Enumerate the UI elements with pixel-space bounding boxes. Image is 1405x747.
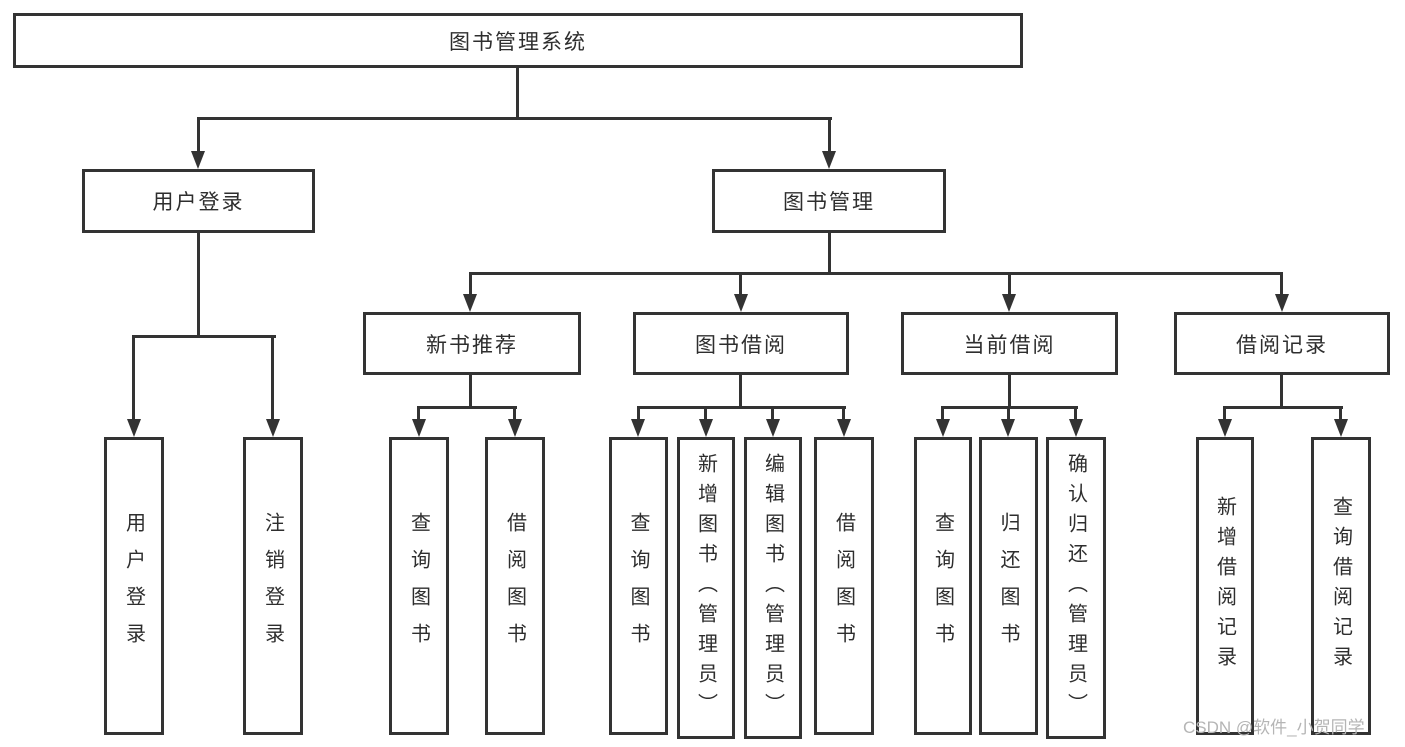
arrowhead-icon	[191, 151, 205, 169]
leaf-query-books-recommend: 查询图书	[389, 437, 449, 735]
connector-shaft	[513, 406, 516, 419]
leaf-label: 查询借阅记录	[1329, 496, 1352, 676]
connector-shaft	[637, 406, 640, 419]
node-book-management: 图书管理	[712, 169, 946, 233]
arrowhead-icon	[631, 419, 645, 437]
connector-book-mgmt-stub	[828, 233, 831, 272]
connector-group-stub	[1280, 375, 1283, 406]
connector-shaft	[1280, 272, 1283, 295]
connector-root-bar	[197, 117, 832, 120]
connector-shaft	[704, 406, 707, 419]
connector-shaft	[271, 335, 274, 419]
connector-shaft	[771, 406, 774, 419]
leaf-label: 借阅图书	[503, 512, 526, 660]
leaf-confirm-return-admin: 确认归还（管理员）	[1046, 437, 1106, 739]
connector-group-bar	[1223, 406, 1343, 409]
connector-shaft	[1223, 406, 1226, 419]
leaf-label: 用户登录	[122, 512, 145, 660]
node-label: 图书借阅	[695, 333, 787, 357]
leaf-label: 归还图书	[997, 512, 1019, 660]
arrowhead-icon	[1218, 419, 1232, 437]
leaf-borrow-books-recommend: 借阅图书	[485, 437, 545, 735]
arrowhead-icon	[936, 419, 950, 437]
arrowhead-icon	[1002, 294, 1016, 312]
leaf-edit-books-admin: 编辑图书（管理员）	[744, 437, 802, 739]
connector-shaft	[1339, 406, 1342, 419]
arrowhead-icon	[1275, 294, 1289, 312]
connector-shaft	[1008, 272, 1011, 295]
connector-root-stub	[516, 68, 519, 117]
leaf-label: 编辑图书（管理员）	[761, 453, 784, 723]
arrowhead-icon	[1001, 419, 1015, 437]
connector-shaft	[739, 272, 742, 295]
connector-group-stub	[1008, 375, 1011, 406]
connector-shaft	[842, 406, 845, 419]
connector-shaft	[941, 406, 944, 419]
leaf-label: 注销登录	[261, 512, 284, 660]
arrowhead-icon	[127, 419, 141, 437]
arrowhead-icon	[463, 294, 477, 312]
connector-shaft	[132, 335, 135, 419]
connector-user-login-bar	[133, 335, 276, 338]
node-library-management-system: 图书管理系统	[13, 13, 1023, 68]
arrowhead-icon	[822, 151, 836, 169]
arrowhead-icon	[699, 419, 713, 437]
leaf-add-books-admin: 新增图书（管理员）	[677, 437, 735, 739]
leaf-add-borrow-record: 新增借阅记录	[1196, 437, 1254, 735]
arrowhead-icon	[1334, 419, 1348, 437]
connector-shaft	[417, 406, 420, 419]
node-label: 用户登录	[152, 191, 245, 214]
leaf-query-books-borrowing: 查询图书	[609, 437, 668, 735]
connector-book-mgmt-bar	[469, 272, 1283, 275]
arrowhead-icon	[508, 419, 522, 437]
leaf-query-borrow-record: 查询借阅记录	[1311, 437, 1371, 735]
leaf-label: 查询图书	[931, 512, 954, 660]
node-label: 借阅记录	[1236, 333, 1328, 357]
arrowhead-icon	[766, 419, 780, 437]
connector-group-bar	[417, 406, 517, 409]
node-label: 图书管理	[783, 191, 875, 214]
node-borrow-records: 借阅记录	[1174, 312, 1390, 375]
connector-shaft	[469, 272, 472, 295]
leaf-label: 新增图书（管理员）	[694, 453, 717, 723]
leaf-label: 新增借阅记录	[1213, 496, 1236, 676]
node-new-book-recommend: 新书推荐	[363, 312, 581, 375]
node-label: 新书推荐	[426, 333, 518, 357]
connector-group-stub	[739, 375, 742, 406]
leaf-query-books-current: 查询图书	[914, 437, 972, 735]
connector-shaft	[197, 117, 200, 151]
node-current-borrowing: 当前借阅	[901, 312, 1118, 375]
leaf-label: 确认归还（管理员）	[1064, 453, 1087, 723]
arrowhead-icon	[266, 419, 280, 437]
leaf-logout: 注销登录	[243, 437, 303, 735]
leaf-borrow-books-borrowing: 借阅图书	[814, 437, 874, 735]
connector-shaft	[1074, 406, 1077, 419]
leaf-label: 借阅图书	[832, 512, 855, 660]
connector-shaft	[1007, 406, 1010, 419]
watermark: CSDN @软件_小贺同学	[1183, 718, 1365, 737]
node-label: 图书管理系统	[449, 30, 587, 54]
connector-user-login-stub	[197, 233, 200, 335]
leaf-label: 查询图书	[407, 512, 430, 660]
node-user-login: 用户登录	[82, 169, 315, 233]
connector-shaft	[828, 117, 831, 151]
node-label: 当前借阅	[963, 333, 1056, 357]
node-book-borrowing: 图书借阅	[633, 312, 849, 375]
leaf-user-login: 用户登录	[104, 437, 164, 735]
arrowhead-icon	[412, 419, 426, 437]
arrowhead-icon	[734, 294, 748, 312]
connector-group-bar	[637, 406, 846, 409]
arrowhead-icon	[1069, 419, 1083, 437]
connector-group-stub	[469, 375, 472, 406]
arrowhead-icon	[837, 419, 851, 437]
leaf-return-books: 归还图书	[979, 437, 1038, 735]
leaf-label: 查询图书	[627, 512, 649, 660]
